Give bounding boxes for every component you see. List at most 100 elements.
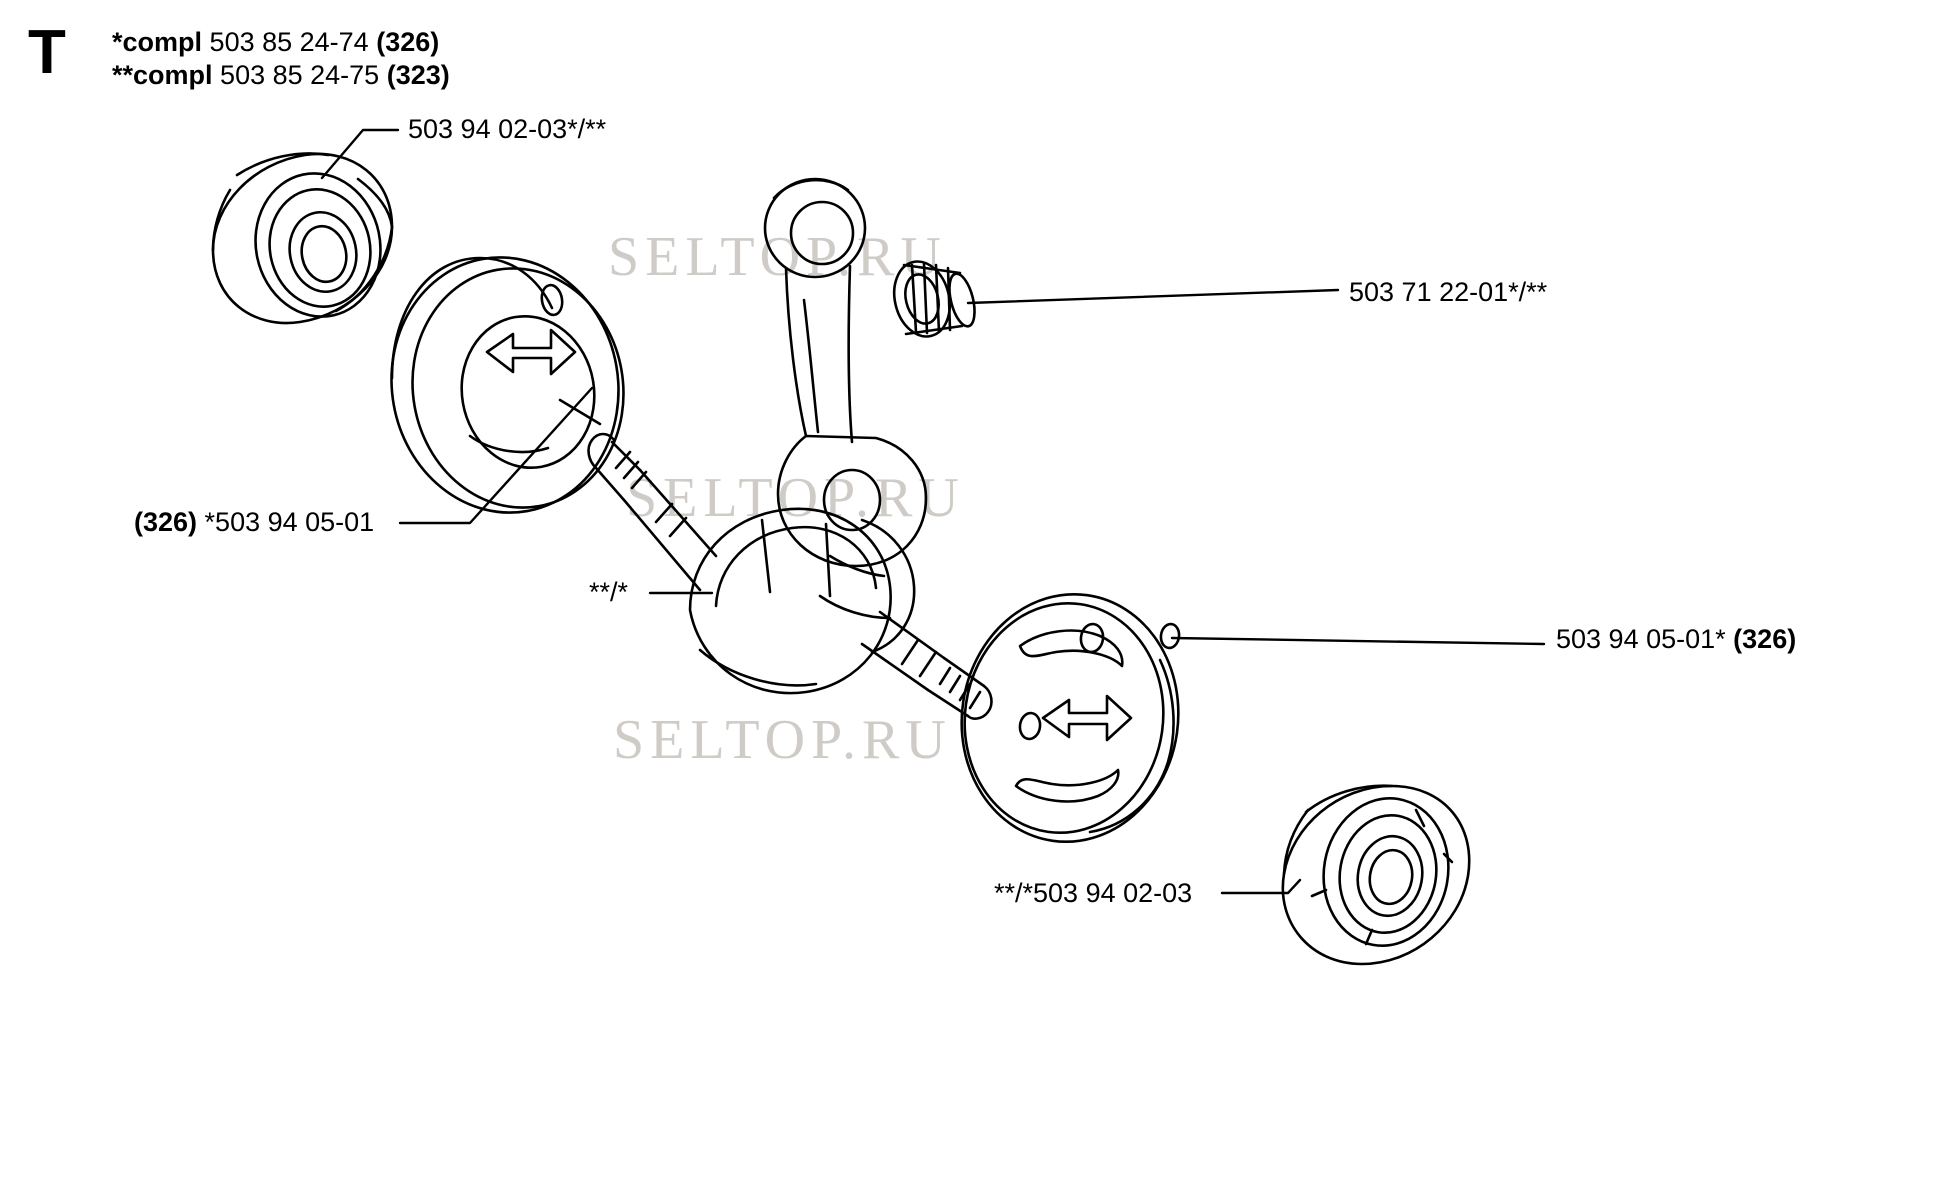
crank-right-thread-g4 [968, 690, 982, 710]
bearing-top-outer-ring-front [211, 152, 394, 325]
conrod-shank-left [784, 266, 808, 438]
bearing-top-seal-mid [268, 188, 372, 308]
callout-model-326-right: (326) [1733, 624, 1797, 654]
crank-right-shaft-upper [878, 610, 946, 660]
leader-needle-bearing [966, 288, 1340, 305]
clutch-drum-right-hole-1 [1079, 622, 1105, 654]
needle-bearing-bottom-edge [904, 324, 964, 336]
bearing-bottom-back-rim [1304, 784, 1394, 814]
bearing-bottom-seal-mid [1338, 814, 1438, 934]
callout-needle-cage-bearing: 503 71 22-01*/** [1349, 277, 1548, 307]
needle-bearing-roller-4 [946, 266, 952, 332]
assembly-number-323: 503 85 24-75 [220, 60, 380, 90]
bearing-bottom-notch-4 [1310, 888, 1328, 898]
clutch-drum-right-hole-3 [1018, 711, 1042, 741]
crank-left-taper-lower [594, 466, 626, 502]
clutch-drum-left-relief-lower [468, 434, 550, 454]
bearing-bottom-back-rim-left [1282, 808, 1310, 876]
assembly-header-line-1: *compl 503 85 24-74 (326) [112, 26, 450, 59]
conrod-small-end-bore [789, 200, 855, 266]
bearing-top-inner-race [288, 210, 358, 294]
clutch-drum-right-hole-2 [1159, 622, 1181, 650]
crank-web-front-edge-1 [760, 518, 772, 594]
conrod-shank-rib [802, 298, 820, 434]
assembly-model-323: (323) [386, 60, 450, 90]
needle-bearing-roller-2 [922, 262, 929, 335]
bearing-top-edge-right [334, 225, 394, 313]
part-ball-bearing-flywheel-side [211, 152, 394, 325]
crank-right-thread-top [942, 656, 986, 688]
crank-right-step-2 [918, 650, 938, 678]
bearing-bottom-seal-outer [1322, 797, 1450, 947]
callout-number-left: *503 94 05-01 [204, 507, 375, 537]
crank-left-shaft-end [587, 432, 616, 470]
callout-clutch-drum-clutch-side: 503 94 05-01* (326) [1556, 624, 1796, 654]
part-clutch-drum-flywheel-side [390, 256, 625, 514]
crank-left-thread-1 [614, 450, 632, 470]
crank-web-front [688, 507, 892, 695]
clutch-drum-right-cup-back [1088, 658, 1175, 834]
callout-crankshaft: **/* [589, 577, 629, 607]
crank-web-front-inner [714, 525, 878, 608]
crank-right-step-1 [900, 638, 920, 666]
crank-left-shoulder [654, 502, 674, 524]
clutch-drum-right-keyway-slot [1041, 694, 1133, 742]
crank-left-thread-2 [622, 460, 640, 480]
crank-right-thread-g1 [938, 666, 952, 686]
bearing-top-back-rim-top [235, 152, 330, 177]
bearing-bottom-bore [1368, 848, 1414, 906]
leader-bearing-top [320, 128, 400, 180]
bearing-bottom-outer-ring [1281, 784, 1471, 966]
assembly-model-326: (326) [376, 27, 440, 57]
compl-marker-single: *compl [112, 27, 203, 57]
clutch-drum-right-relief-upper [1018, 629, 1124, 668]
needle-bearing-back-face [948, 272, 976, 328]
part-crankshaft-assembly [587, 177, 993, 720]
crank-web-rear-pin-boss [822, 468, 882, 532]
crank-left-shoulder-2 [668, 516, 688, 538]
part-ball-bearing-clutch-side [1281, 784, 1471, 966]
crank-pin-upper [828, 554, 886, 578]
needle-bearing-roller-3 [934, 263, 941, 334]
crank-left-shaft-upper [638, 468, 718, 558]
clutch-drum-left-hole [540, 283, 564, 317]
callout-ball-bearing-flywheel-side: 503 94 02-03*/** [408, 114, 607, 144]
callout-ball-bearing-clutch-side: **/*503 94 02-03 [994, 878, 1193, 908]
crank-left-thread-3 [630, 470, 648, 490]
callout-number-right: 503 94 05-01* [1556, 624, 1726, 654]
leader-bearing-bottom [1220, 878, 1302, 895]
crank-pin-lower [818, 594, 892, 620]
clutch-drum-left-keyway-slot [485, 328, 577, 376]
bearing-bottom-notch-1 [1414, 808, 1426, 828]
leader-clutch-drum-left [398, 386, 594, 525]
crank-web-rear [776, 434, 928, 568]
assembly-header: *compl 503 85 24-74 (326) **compl 503 85… [112, 26, 450, 92]
bearing-top-back-rim-left [211, 188, 232, 252]
clutch-drum-right-relief-lower [1014, 768, 1120, 803]
part-clutch-drum-clutch-side [960, 592, 1181, 844]
conrod-small-end-highlight [772, 178, 850, 200]
clutch-drum-left-cup-back [390, 256, 554, 380]
needle-bearing-roller-1 [910, 263, 918, 334]
bearing-bottom-notch-2 [1442, 852, 1454, 864]
crank-web-front-chamfer [698, 648, 818, 687]
clutch-drum-left-hub-face [460, 314, 596, 470]
compl-marker-double: **compl [112, 60, 213, 90]
section-letter: T [28, 18, 66, 87]
assembly-number-326: 503 85 24-74 [209, 27, 369, 57]
crank-left-shaft-lower [622, 498, 702, 592]
crank-right-shaft-lower [860, 642, 930, 692]
leader-clutch-drum-right [1170, 636, 1546, 646]
callout-model-326-left: (326) [134, 507, 198, 537]
bearing-top-bore [300, 224, 348, 284]
clutch-drum-right-inner-rim [963, 601, 1165, 835]
crank-right-shaft-end [966, 684, 993, 720]
clutch-drum-left-bore-axis [558, 398, 602, 426]
clutch-drum-left-inner-rim [411, 267, 625, 509]
crank-right-thread-g2 [948, 674, 962, 694]
clutch-drum-right-outer-rim [960, 592, 1180, 844]
conrod-shank-right [847, 264, 854, 444]
leader-lines [320, 128, 1546, 895]
